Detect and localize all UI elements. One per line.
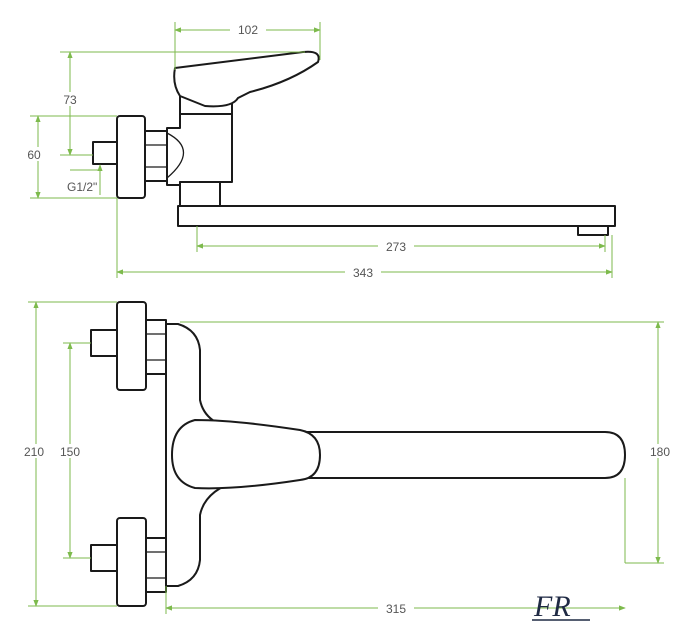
side-nut (144, 130, 168, 182)
top-spout (299, 431, 626, 479)
side-handle (173, 50, 320, 108)
top-inlet-pipe-upper (90, 329, 118, 357)
dim-spout-length: 315 (386, 602, 406, 616)
top-nut-lower (145, 537, 167, 593)
dim-spout-width: 180 (650, 445, 670, 459)
dim-height-inlet: 60 (27, 148, 41, 162)
dim-total-length: 343 (353, 266, 373, 280)
dim-handle-width: 102 (238, 23, 258, 37)
side-view: 102 73 60 G1/2" 273 343 (24, 22, 616, 280)
side-aerator (577, 225, 609, 236)
top-inlet-pipe-lower (90, 544, 118, 572)
side-wall-flange (116, 115, 146, 199)
dim-thread: G1/2" (67, 180, 97, 194)
dim-height-top: 73 (63, 93, 77, 107)
side-inlet-pipe (92, 141, 119, 165)
top-flange-upper (116, 301, 147, 391)
logo-text: FR (533, 590, 571, 623)
side-body (166, 113, 233, 186)
dim-inlet-spacing: 150 (60, 445, 80, 459)
top-view: 210 150 180 315 (20, 301, 676, 616)
dim-total-height: 210 (24, 445, 44, 459)
brand-logo: FR (532, 590, 590, 623)
side-lower-block (179, 181, 221, 207)
top-handle (171, 419, 321, 490)
top-flange-lower (116, 517, 147, 607)
top-nut-upper (145, 319, 167, 375)
side-spout (177, 205, 616, 227)
dim-spout-reach: 273 (386, 240, 406, 254)
